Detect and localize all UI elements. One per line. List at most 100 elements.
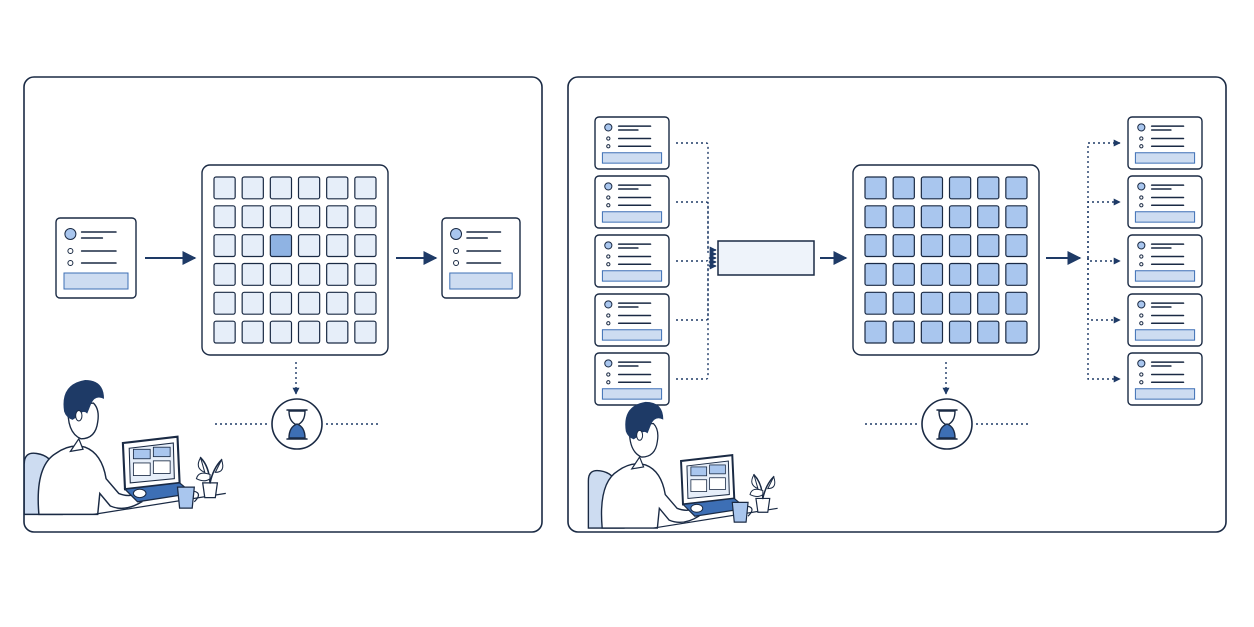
grid-cell (920, 205, 944, 229)
grid-cell (864, 320, 887, 344)
bullet-icon (1139, 262, 1144, 267)
input-request-card (55, 217, 137, 299)
bullet-icon (1139, 372, 1144, 377)
avatar-icon (1137, 182, 1146, 191)
avatar-icon (604, 182, 613, 191)
batch-queue-box (717, 240, 815, 276)
grid-cell (920, 291, 944, 315)
grid-cell (269, 205, 293, 229)
grid-cell (213, 234, 236, 258)
grid-cell (977, 205, 1000, 229)
grid-cell (977, 234, 1000, 258)
merge-connectors (676, 142, 717, 380)
bullet-icon (1139, 203, 1144, 208)
avatar-icon (64, 228, 77, 240)
bullet-icon (1139, 321, 1144, 326)
grid-cell (1005, 234, 1028, 258)
bullet-icon (67, 260, 74, 266)
grid-cell (326, 176, 349, 200)
grid-cell (354, 320, 377, 344)
grid-cell (948, 176, 972, 200)
grid-cell (241, 234, 264, 258)
bullet-icon (606, 262, 611, 267)
grid-cell (977, 320, 1000, 344)
grid-cell (269, 291, 293, 315)
grid-cell (213, 320, 236, 344)
merge-connector (676, 201, 717, 258)
bullet-icon (606, 372, 611, 377)
grid-cell (920, 176, 944, 200)
processor-grid-cells (213, 176, 377, 344)
bullet-icon (1139, 136, 1144, 141)
output-card (1127, 293, 1203, 347)
bullet-icon (606, 313, 611, 318)
grid-cell (241, 291, 264, 315)
avatar-icon (1137, 300, 1146, 309)
avatar-icon (604, 241, 613, 250)
grid-cell (297, 176, 321, 200)
grid-cell (297, 205, 321, 229)
grid-cell (977, 262, 1000, 286)
grid-cell (354, 262, 377, 286)
bullet-icon (606, 136, 611, 141)
grid-cell (269, 320, 293, 344)
grid-cell (864, 291, 887, 315)
split-connectors (1087, 139, 1121, 383)
avatar-icon (1137, 241, 1146, 250)
output-card (1127, 352, 1203, 406)
grid-cell (948, 291, 972, 315)
output-card (1127, 175, 1203, 229)
avatar-icon (1137, 359, 1146, 368)
grid-cell (948, 205, 972, 229)
avatar-icon (450, 228, 463, 240)
output-response-cards (1127, 116, 1203, 406)
input-card (594, 175, 670, 229)
bullet-icon (606, 195, 611, 200)
grid-cell (920, 234, 944, 258)
output-card (441, 217, 521, 299)
grid-cell (297, 234, 321, 258)
grid-cell (948, 234, 972, 258)
grid-cell (864, 176, 887, 200)
grid-cell (213, 205, 236, 229)
grid-cell (1005, 262, 1028, 286)
bullet-icon (453, 248, 460, 254)
batched-grid-cells (864, 176, 1028, 344)
input-card (594, 293, 670, 347)
grid-cell (297, 291, 321, 315)
merge-connector (676, 254, 717, 262)
grid-cell (920, 320, 944, 344)
grid-cell (354, 291, 377, 315)
grid-cell (326, 205, 349, 229)
grid-cell (241, 176, 264, 200)
grid-cell (1005, 205, 1028, 229)
bullet-icon (606, 203, 611, 208)
hourglass-icon (921, 398, 973, 450)
grid-cell (326, 234, 349, 258)
grid-cell (213, 262, 236, 286)
grid-cell (864, 262, 887, 286)
grid-cell (326, 262, 349, 286)
grid-cell (948, 320, 972, 344)
grid-cell (241, 205, 264, 229)
avatar-icon (604, 123, 613, 132)
grid-cell (326, 291, 349, 315)
merge-connector (676, 142, 717, 254)
grid-cell (269, 176, 293, 200)
grid-cell (213, 176, 236, 200)
bullet-icon (1139, 313, 1144, 318)
grid-cell (269, 262, 293, 286)
grid-cell (977, 176, 1000, 200)
grid-cell (892, 262, 915, 286)
bullet-icon (1139, 254, 1144, 259)
grid-cell (1005, 320, 1028, 344)
grid-cell (354, 234, 377, 258)
grid-cell (892, 320, 915, 344)
grid-cell (948, 262, 972, 286)
split-connector (1087, 258, 1121, 383)
input-card (594, 116, 670, 170)
output-response-card (441, 217, 521, 299)
bullet-icon (606, 380, 611, 385)
input-card (55, 217, 137, 299)
